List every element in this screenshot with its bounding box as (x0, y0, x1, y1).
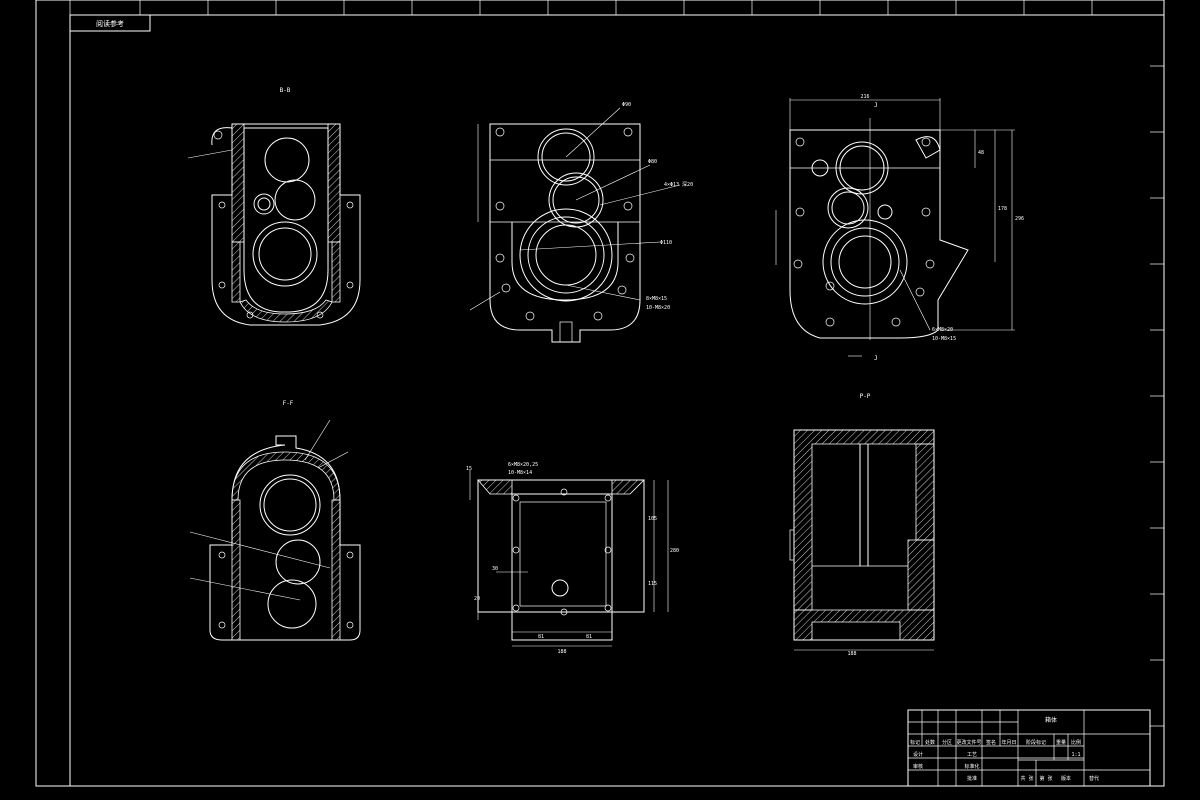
dim-phi80: Φ80 (648, 159, 657, 165)
person-standard: 标准化 (964, 763, 979, 770)
dim-115: 115 (648, 581, 657, 587)
dim-188-pp: 188 (847, 651, 856, 657)
section-mark-j-top: J (874, 102, 878, 109)
person-design: 设计 (913, 751, 923, 758)
row-count: 处数 (925, 739, 935, 746)
weight-cell: 重量 (1056, 739, 1066, 746)
footer-sheet: 第 张 (1039, 775, 1052, 782)
view-label-pp: P-P (860, 393, 871, 400)
person-process: 工艺 (967, 752, 977, 758)
dim-phi90: Φ90 (622, 102, 631, 108)
row-change-doc: 更改文件号 (956, 739, 981, 746)
row-mark: 标记 (910, 739, 920, 746)
scale-value: 1:1 (1071, 752, 1080, 758)
view-section-ff: F-F (189, 400, 361, 641)
corner-label: 阅读参考 (96, 19, 124, 28)
row-zone: 分区 (942, 739, 952, 746)
view-front-main: Φ90 Φ80 4×Φ13 深20 Φ110 8×M8×15 10-M8×20 (469, 102, 693, 343)
dim-30: 30 (492, 566, 498, 572)
dim-81b: 81 (586, 634, 592, 640)
dim-thread-d: 10-M8×15 (932, 336, 956, 342)
dim-thread-a: 8×M8×15 (646, 296, 667, 302)
footer-version: 版本 (1061, 775, 1071, 782)
dim-105: 105 (648, 516, 657, 522)
dim-phi110: Φ110 (660, 240, 672, 246)
dim-20: 20 (474, 596, 480, 602)
dim-15: 15 (466, 466, 472, 472)
scale-cell: 比例 (1071, 739, 1081, 746)
dim-48: 48 (978, 150, 984, 156)
view-section-bb: B-B (187, 87, 361, 326)
footer-replace: 替代 (1089, 775, 1099, 782)
dim-thread-b: 10-M8×20 (646, 305, 670, 311)
part-name: 箱体 (1045, 716, 1057, 724)
view-right-side: 216 J J 6×M8×20 10-M8×15 178 296 48 (775, 94, 1024, 362)
dim-296: 296 (1015, 216, 1024, 222)
row-date: 年月日 (1001, 739, 1016, 746)
dim-holes: 4×Φ13 深20 (664, 181, 693, 188)
row-signature: 签名 (986, 739, 996, 746)
view-section-pp: P-P 188 (789, 393, 935, 657)
view-label-ff: F-F (283, 400, 294, 407)
person-approve: 批准 (967, 775, 977, 782)
footer-total: 共 张 (1020, 775, 1033, 782)
view-top-plan: 6×M8×20,25 10-M8×14 188 280 105 115 81 8… (466, 462, 679, 655)
dim-thread-c: 6×M8×20 (932, 327, 953, 333)
dim-178: 178 (998, 206, 1007, 212)
person-review: 审核 (913, 763, 923, 770)
title-block: 箱体 阶段标记 重量 比例 1:1 标记 处数 分区 更改文件号 签名 年月日 … (907, 709, 1151, 787)
dim-81a: 81 (538, 634, 544, 640)
corner-label-box: 阅读参考 (69, 14, 151, 32)
dim-280: 280 (670, 548, 679, 554)
dim-thread-f: 10-M8×14 (508, 470, 532, 476)
dim-188: 188 (557, 649, 566, 655)
view-label-bb: B-B (280, 87, 291, 94)
drawing-border (35, 0, 1165, 787)
stage-mark-cell: 阶段标记 (1026, 739, 1046, 746)
section-mark-j-bottom: J (874, 355, 878, 362)
dim-thread-e: 6×M8×20,25 (508, 462, 538, 468)
dim-216: 216 (860, 94, 869, 100)
